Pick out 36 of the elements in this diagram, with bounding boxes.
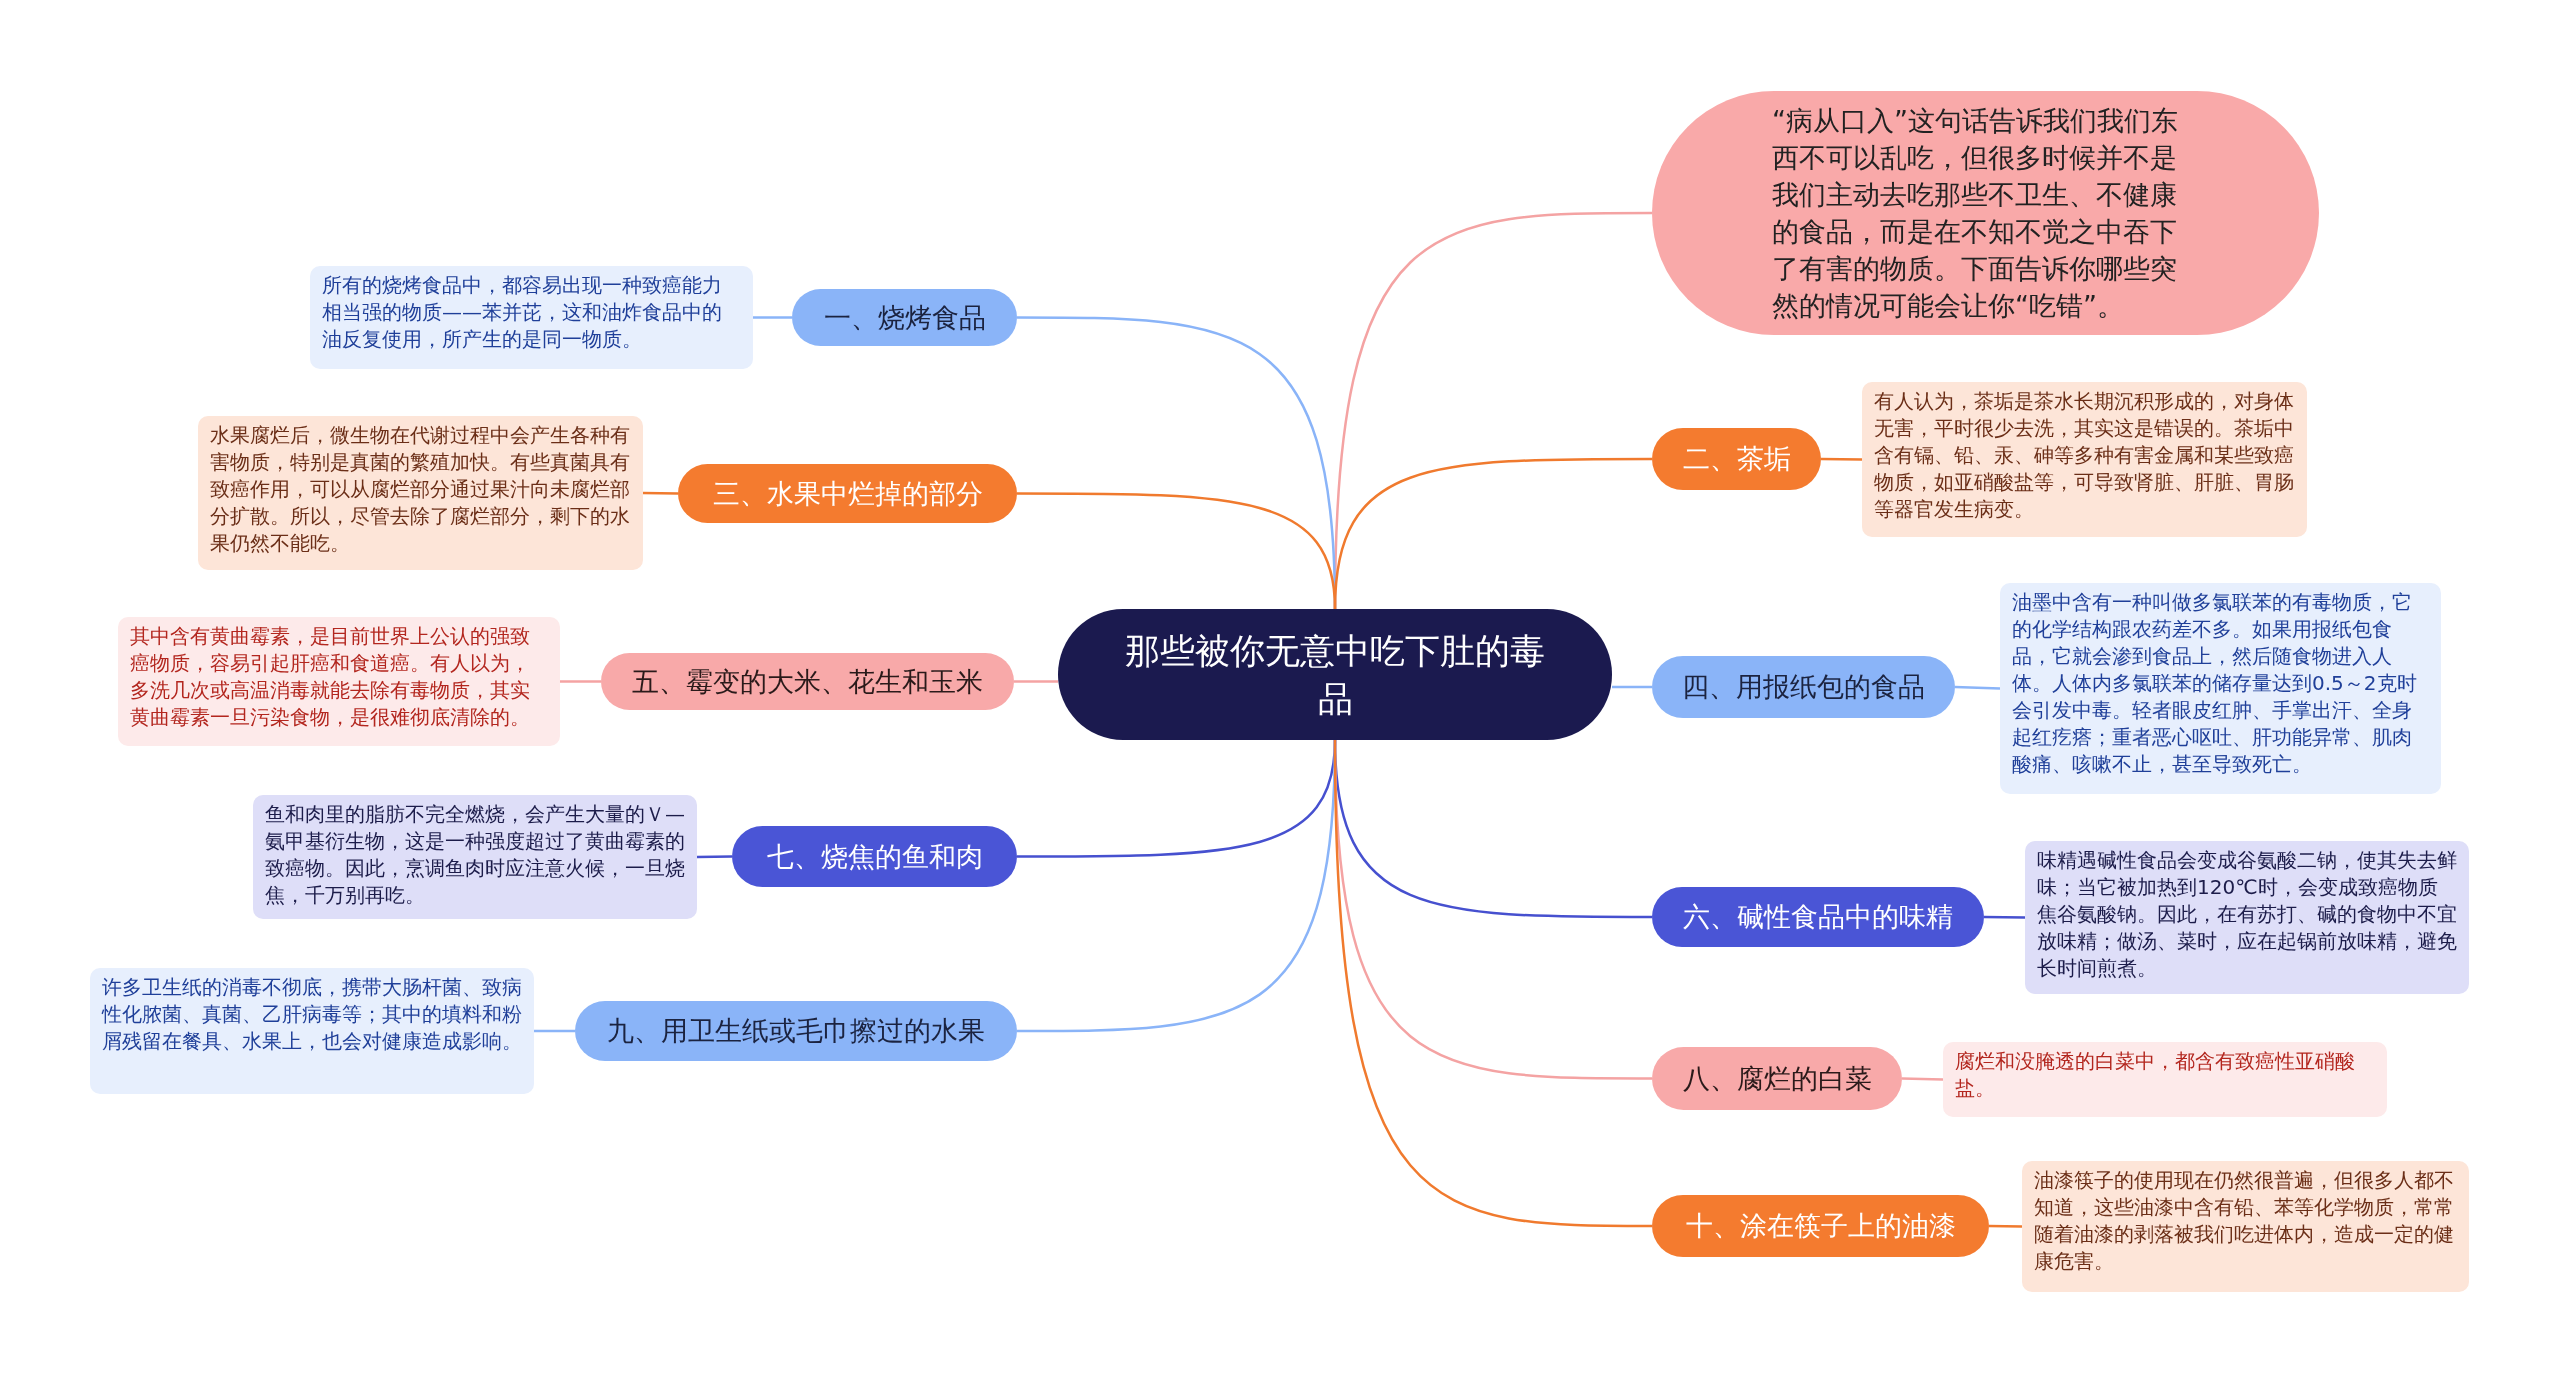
topic-pill: 二、茶垢 xyxy=(1652,428,1821,490)
topic-pill: 四、用报纸包的食品 xyxy=(1652,656,1955,718)
topic-pill: 六、碱性食品中的味精 xyxy=(1652,887,1984,947)
topic-pill: 三、水果中烂掉的部分 xyxy=(678,464,1017,523)
topic-pill: 十、涂在筷子上的油漆 xyxy=(1652,1195,1989,1257)
connector-line xyxy=(1989,1224,2022,1228)
connector-line xyxy=(1821,457,1862,461)
note-box: 油漆筷子的使用现在仍然很普遍，但很多人都不知道，这些油漆中含有铅、苯等化学物质，常常随着油漆的剥落被我们吃进体内，造成一定的健康危害。 xyxy=(2022,1161,2469,1292)
connector-line xyxy=(697,855,732,859)
central-topic: 那些被你无意中吃下肚的毒品 xyxy=(1058,609,1612,740)
note-box: 腐烂和没腌透的白菜中，都含有致癌性亚硝酸盐。 xyxy=(1943,1042,2387,1117)
note-box: 水果腐烂后，微生物在代谢过程中会产生各种有害物质，特别是真菌的繁殖加快。有些真菌具有致癌作用，可以从腐烂部分通过果汁向未腐烂部分扩散。所以，尽管去除了腐烂部分，剩下的水果仍然不能吃。 xyxy=(198,416,643,570)
note-box: 鱼和肉里的脂肪不完全燃烧，会产生大量的Ｖ—氨甲基衍生物，这是一种强度超过了黄曲霉素的致癌物。因此，烹调鱼肉时应注意火候，一旦烧焦，千万别再吃。 xyxy=(253,795,697,919)
note-box: 油墨中含有一种叫做多氯联苯的有毒物质，它的化学结构跟农药差不多。如果用报纸包食品，它就会渗到食品上，然后随食物进入人体。人体内多氯联苯的储存量达到0.5～2克时会引发中毒。轻者眼皮红肿、手掌出汗、全身起红疙瘩；重者恶心呕吐、肝功能异常、肌肉酸痛、咳嗽不止，甚至导致死亡。 xyxy=(2000,583,2441,794)
connector-line xyxy=(1984,915,2025,919)
intro-bubble: “病从口入”这句话告诉我们我们东西不可以乱吃，但很多时候并不是我们主动去吃那些不卫生、不健康的食品，而是在不知不觉之中吞下了有害的物质。下面告诉你哪些突然的情况可能会让你“吃错”。 xyxy=(1652,91,2319,335)
connector-line xyxy=(560,680,601,683)
connector-line xyxy=(534,1029,575,1033)
connector-line xyxy=(1612,685,1652,689)
connector-line xyxy=(753,316,792,319)
connector-line xyxy=(1017,492,1337,610)
topic-pill: 五、霉变的大米、花生和玉米 xyxy=(601,653,1014,710)
note-box: 所有的烧烤食品中，都容易出现一种致癌能力相当强的物质——苯并芘，这和油炸食品中的油反复使用，所产生的是同一物质。 xyxy=(310,266,753,369)
note-box: 有人认为，茶垢是茶水长期沉积形成的，对身体无害，平时很少去洗，其实这是错误的。茶垢中含有镉、铅、汞、砷等多种有害金属和某些致癌物质，如亚硝酸盐等，可导致肾脏、肝脏、胃肠等器官发生病变。 xyxy=(1862,382,2307,537)
note-box: 味精遇碱性食品会变成谷氨酸二钠，使其失去鲜味；当它被加热到120℃时，会变成致癌物质焦谷氨酸钠。因此，在有苏打、碱的食物中不宜放味精；做汤、菜时，应在起锅前放味精，避免长时间煎煮。 xyxy=(2025,841,2469,994)
note-box: 许多卫生纸的消毒不彻底，携带大肠杆菌、致病性化脓菌、真菌、乙肝病毒等；其中的填料和粉屑残留在餐具、水果上，也会对健康造成影响。 xyxy=(90,968,534,1094)
topic-pill: 七、烧焦的鱼和肉 xyxy=(732,826,1017,887)
note-box: 其中含有黄曲霉素，是目前世界上公认的强致癌物质，容易引起肝癌和食道癌。有人以为，多洗几次或高温消毒就能去除有毒物质，其实黄曲霉素一旦污染食物，是很难彻底清除的。 xyxy=(118,617,560,746)
connector-line xyxy=(1954,685,2001,690)
topic-pill: 九、用卫生纸或毛巾擦过的水果 xyxy=(575,1001,1017,1061)
connector-line xyxy=(1014,680,1058,683)
connector-line xyxy=(1333,739,1652,1228)
topic-pill: 一、烧烤食品 xyxy=(792,289,1017,346)
topic-pill: 八、腐烂的白菜 xyxy=(1652,1047,1902,1110)
connector-line xyxy=(643,491,678,495)
connector-line xyxy=(1901,1077,1944,1081)
